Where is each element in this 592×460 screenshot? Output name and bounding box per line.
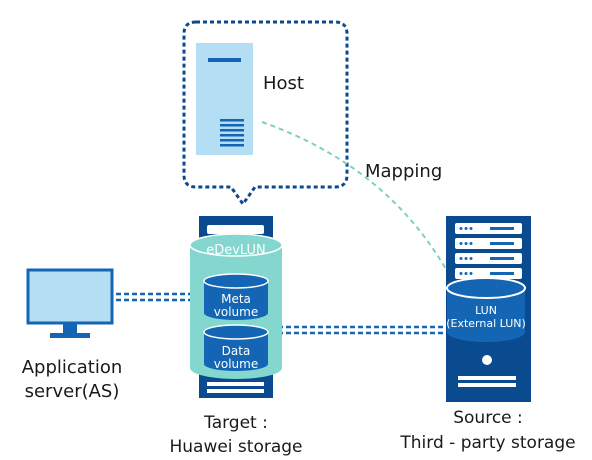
target-label-line1: Target : — [203, 413, 268, 433]
data-volume-cylinder — [203, 324, 269, 371]
external-lun-label-line1: LUN — [475, 304, 497, 317]
target-label-line2: Huawei storage — [169, 437, 302, 457]
meta-volume-label-line1: Meta — [221, 292, 251, 306]
external-lun-cylinder — [446, 277, 526, 342]
connection-as-to-target — [116, 292, 195, 302]
source-power-indicator — [482, 355, 492, 365]
application-server-icon — [26, 268, 114, 338]
meta-volume-cylinder — [203, 273, 269, 320]
host-callout — [182, 20, 349, 206]
source-label-line2: Third - party storage — [399, 433, 575, 453]
connection-target-to-source — [278, 325, 450, 335]
mapping-label: Mapping — [365, 161, 442, 182]
target-storage: eDevLUN Meta volume Data volume — [189, 216, 283, 398]
external-lun-label-line2: (External LUN) — [446, 317, 526, 330]
mapping-line — [261, 121, 453, 281]
data-volume-label-line1: Data — [222, 344, 251, 358]
edevlun-label: eDevLUN — [206, 243, 266, 258]
host-callout-border — [182, 20, 349, 206]
source-drive-slots — [455, 223, 522, 279]
source-storage: LUN (External LUN) — [446, 216, 531, 402]
application-server-label-line1: Application — [22, 357, 123, 378]
host-server-icon — [196, 43, 253, 155]
application-server-label-line2: server(AS) — [25, 381, 120, 402]
host-label: Host — [263, 73, 304, 94]
data-volume-label-line2: volume — [214, 357, 258, 371]
source-label-line1: Source : — [453, 408, 523, 428]
meta-volume-label-line2: volume — [214, 305, 258, 319]
